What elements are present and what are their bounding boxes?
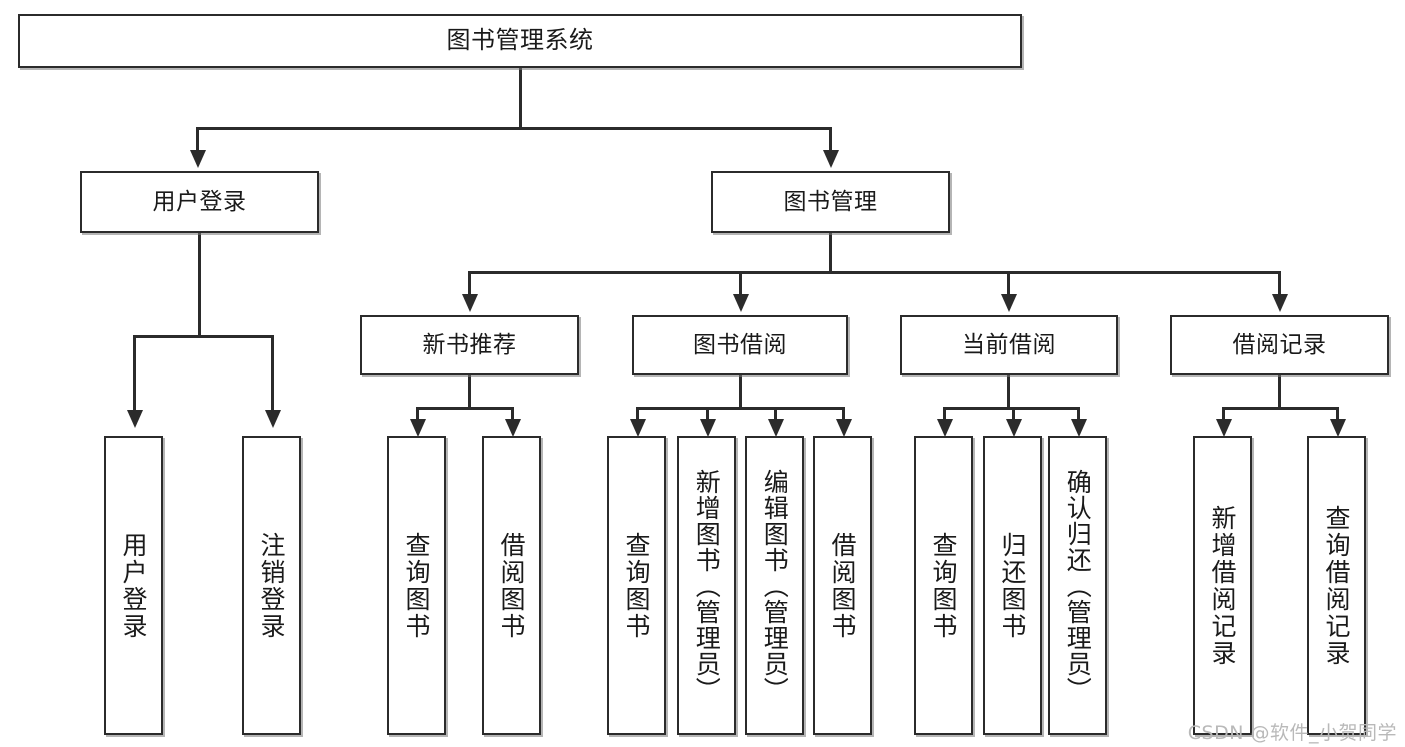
leaf-add-book-admin[interactable]: 新增图书（管理员） <box>677 436 736 735</box>
connector-book-mgmt-b1 <box>468 271 471 296</box>
node-label: 图书管理系统 <box>446 26 594 55</box>
node-label: 图书管理 <box>783 188 878 215</box>
connector-book-mgmt-b4 <box>1278 271 1281 296</box>
node-label: 查询图书 <box>929 531 958 640</box>
connector-root-to-user-login-drop <box>196 127 199 153</box>
connector-book-mgmt-b2 <box>739 271 742 296</box>
connector-user-login-bus <box>133 335 273 338</box>
connector-book-borrow-leaf2 <box>706 407 709 421</box>
connector-book-mgmt-b3 <box>1007 271 1010 296</box>
leaf-edit-book-admin[interactable]: 编辑图书（管理员） <box>745 436 804 735</box>
node-label: 确认归还（管理员） <box>1063 468 1093 703</box>
node-label: 注销登录 <box>257 531 286 640</box>
arrow-book-borrow-leaf1 <box>630 419 646 437</box>
connector-book-borrow-leaf3 <box>774 407 777 421</box>
leaf-query-borrow-record[interactable]: 查询借阅记录 <box>1307 436 1366 735</box>
connector-root-to-book-mgmt-drop <box>829 127 832 153</box>
connector-borrow-record-stem <box>1278 375 1281 408</box>
arrow-book-mgmt-b4 <box>1272 294 1288 312</box>
connector-book-borrow-leaf4 <box>842 407 845 421</box>
node-book-management[interactable]: 图书管理 <box>711 171 950 233</box>
connector-book-borrow-bus <box>636 407 844 410</box>
leaf-borrow-book[interactable]: 借阅图书 <box>813 436 872 735</box>
leaf-query-book-recommend[interactable]: 查询图书 <box>387 436 446 735</box>
node-label: 新增图书（管理员） <box>692 468 722 703</box>
arrow-book-borrow-leaf4 <box>836 419 852 437</box>
arrow-user-login-leaf2 <box>265 410 281 428</box>
connector-book-mgmt-stem <box>829 233 832 272</box>
node-current-borrow[interactable]: 当前借阅 <box>900 315 1118 375</box>
node-book-borrow[interactable]: 图书借阅 <box>632 315 848 375</box>
arrow-root-to-user-login <box>190 150 206 168</box>
node-label: 新增借阅记录 <box>1208 504 1237 667</box>
arrow-book-mgmt-b1 <box>462 294 478 312</box>
node-label: 借阅图书 <box>497 531 526 640</box>
connector-new-book-stem <box>468 375 471 408</box>
arrow-borrow-record-leaf1 <box>1216 419 1232 437</box>
node-user-login[interactable]: 用户登录 <box>80 171 319 233</box>
leaf-logout[interactable]: 注销登录 <box>242 436 301 735</box>
node-label: 查询图书 <box>402 531 431 640</box>
arrow-current-borrow-leaf1 <box>937 419 953 437</box>
node-label: 用户登录 <box>152 188 247 215</box>
watermark-text: CSDN @软件_小贺同学 <box>1187 722 1397 744</box>
arrow-user-login-leaf1 <box>127 410 143 428</box>
connector-new-book-leaf1 <box>416 407 419 421</box>
arrow-new-book-leaf2 <box>505 419 521 437</box>
node-new-book-recommend[interactable]: 新书推荐 <box>360 315 579 375</box>
node-label: 归还图书 <box>998 531 1027 640</box>
arrow-book-mgmt-b3 <box>1001 294 1017 312</box>
leaf-confirm-return-admin[interactable]: 确认归还（管理员） <box>1048 436 1107 735</box>
connector-current-borrow-stem <box>1007 375 1010 408</box>
node-root-library-management-system[interactable]: 图书管理系统 <box>18 14 1022 68</box>
leaf-user-login[interactable]: 用户登录 <box>104 436 163 735</box>
leaf-return-book[interactable]: 归还图书 <box>983 436 1042 735</box>
connector-current-borrow-leaf1 <box>943 407 946 421</box>
leaf-query-book-borrow[interactable]: 查询图书 <box>607 436 666 735</box>
connector-current-borrow-leaf2 <box>1012 407 1015 421</box>
node-label: 用户登录 <box>119 531 148 640</box>
node-label: 图书借阅 <box>693 331 787 358</box>
connector-borrow-record-leaf2 <box>1336 407 1339 421</box>
connector-book-borrow-stem <box>739 375 742 408</box>
node-borrow-record[interactable]: 借阅记录 <box>1170 315 1389 375</box>
leaf-query-book-current[interactable]: 查询图书 <box>914 436 973 735</box>
connector-root-stem <box>519 68 522 128</box>
node-label: 借阅图书 <box>828 531 857 640</box>
connector-borrow-record-leaf1 <box>1222 407 1225 421</box>
connector-book-mgmt-bus <box>468 271 1281 274</box>
connector-root-bus <box>196 127 832 130</box>
node-label: 查询图书 <box>622 531 651 640</box>
connector-new-book-bus <box>416 407 514 410</box>
arrow-current-borrow-leaf3 <box>1071 419 1087 437</box>
node-label: 编辑图书（管理员） <box>760 468 790 703</box>
connector-user-login-stem <box>198 233 201 336</box>
connector-current-borrow-leaf3 <box>1077 407 1080 421</box>
arrow-book-borrow-leaf3 <box>768 419 784 437</box>
arrow-book-mgmt-b2 <box>733 294 749 312</box>
arrow-root-to-book-mgmt <box>823 150 839 168</box>
arrow-book-borrow-leaf2 <box>700 419 716 437</box>
arrow-new-book-leaf1 <box>410 419 426 437</box>
node-label: 借阅记录 <box>1232 331 1327 358</box>
arrow-current-borrow-leaf2 <box>1006 419 1022 437</box>
connector-user-login-leaf2 <box>271 335 274 412</box>
node-label: 当前借阅 <box>962 331 1056 358</box>
arrow-borrow-record-leaf2 <box>1330 419 1346 437</box>
node-label: 查询借阅记录 <box>1322 504 1351 667</box>
connector-user-login-leaf1 <box>133 335 136 412</box>
leaf-add-borrow-record[interactable]: 新增借阅记录 <box>1193 436 1252 735</box>
connector-current-borrow-bus <box>943 407 1079 410</box>
connector-borrow-record-bus <box>1222 407 1338 410</box>
leaf-borrow-book-recommend[interactable]: 借阅图书 <box>482 436 541 735</box>
connector-book-borrow-leaf1 <box>636 407 639 421</box>
connector-new-book-leaf2 <box>511 407 514 421</box>
node-label: 新书推荐 <box>422 331 517 358</box>
